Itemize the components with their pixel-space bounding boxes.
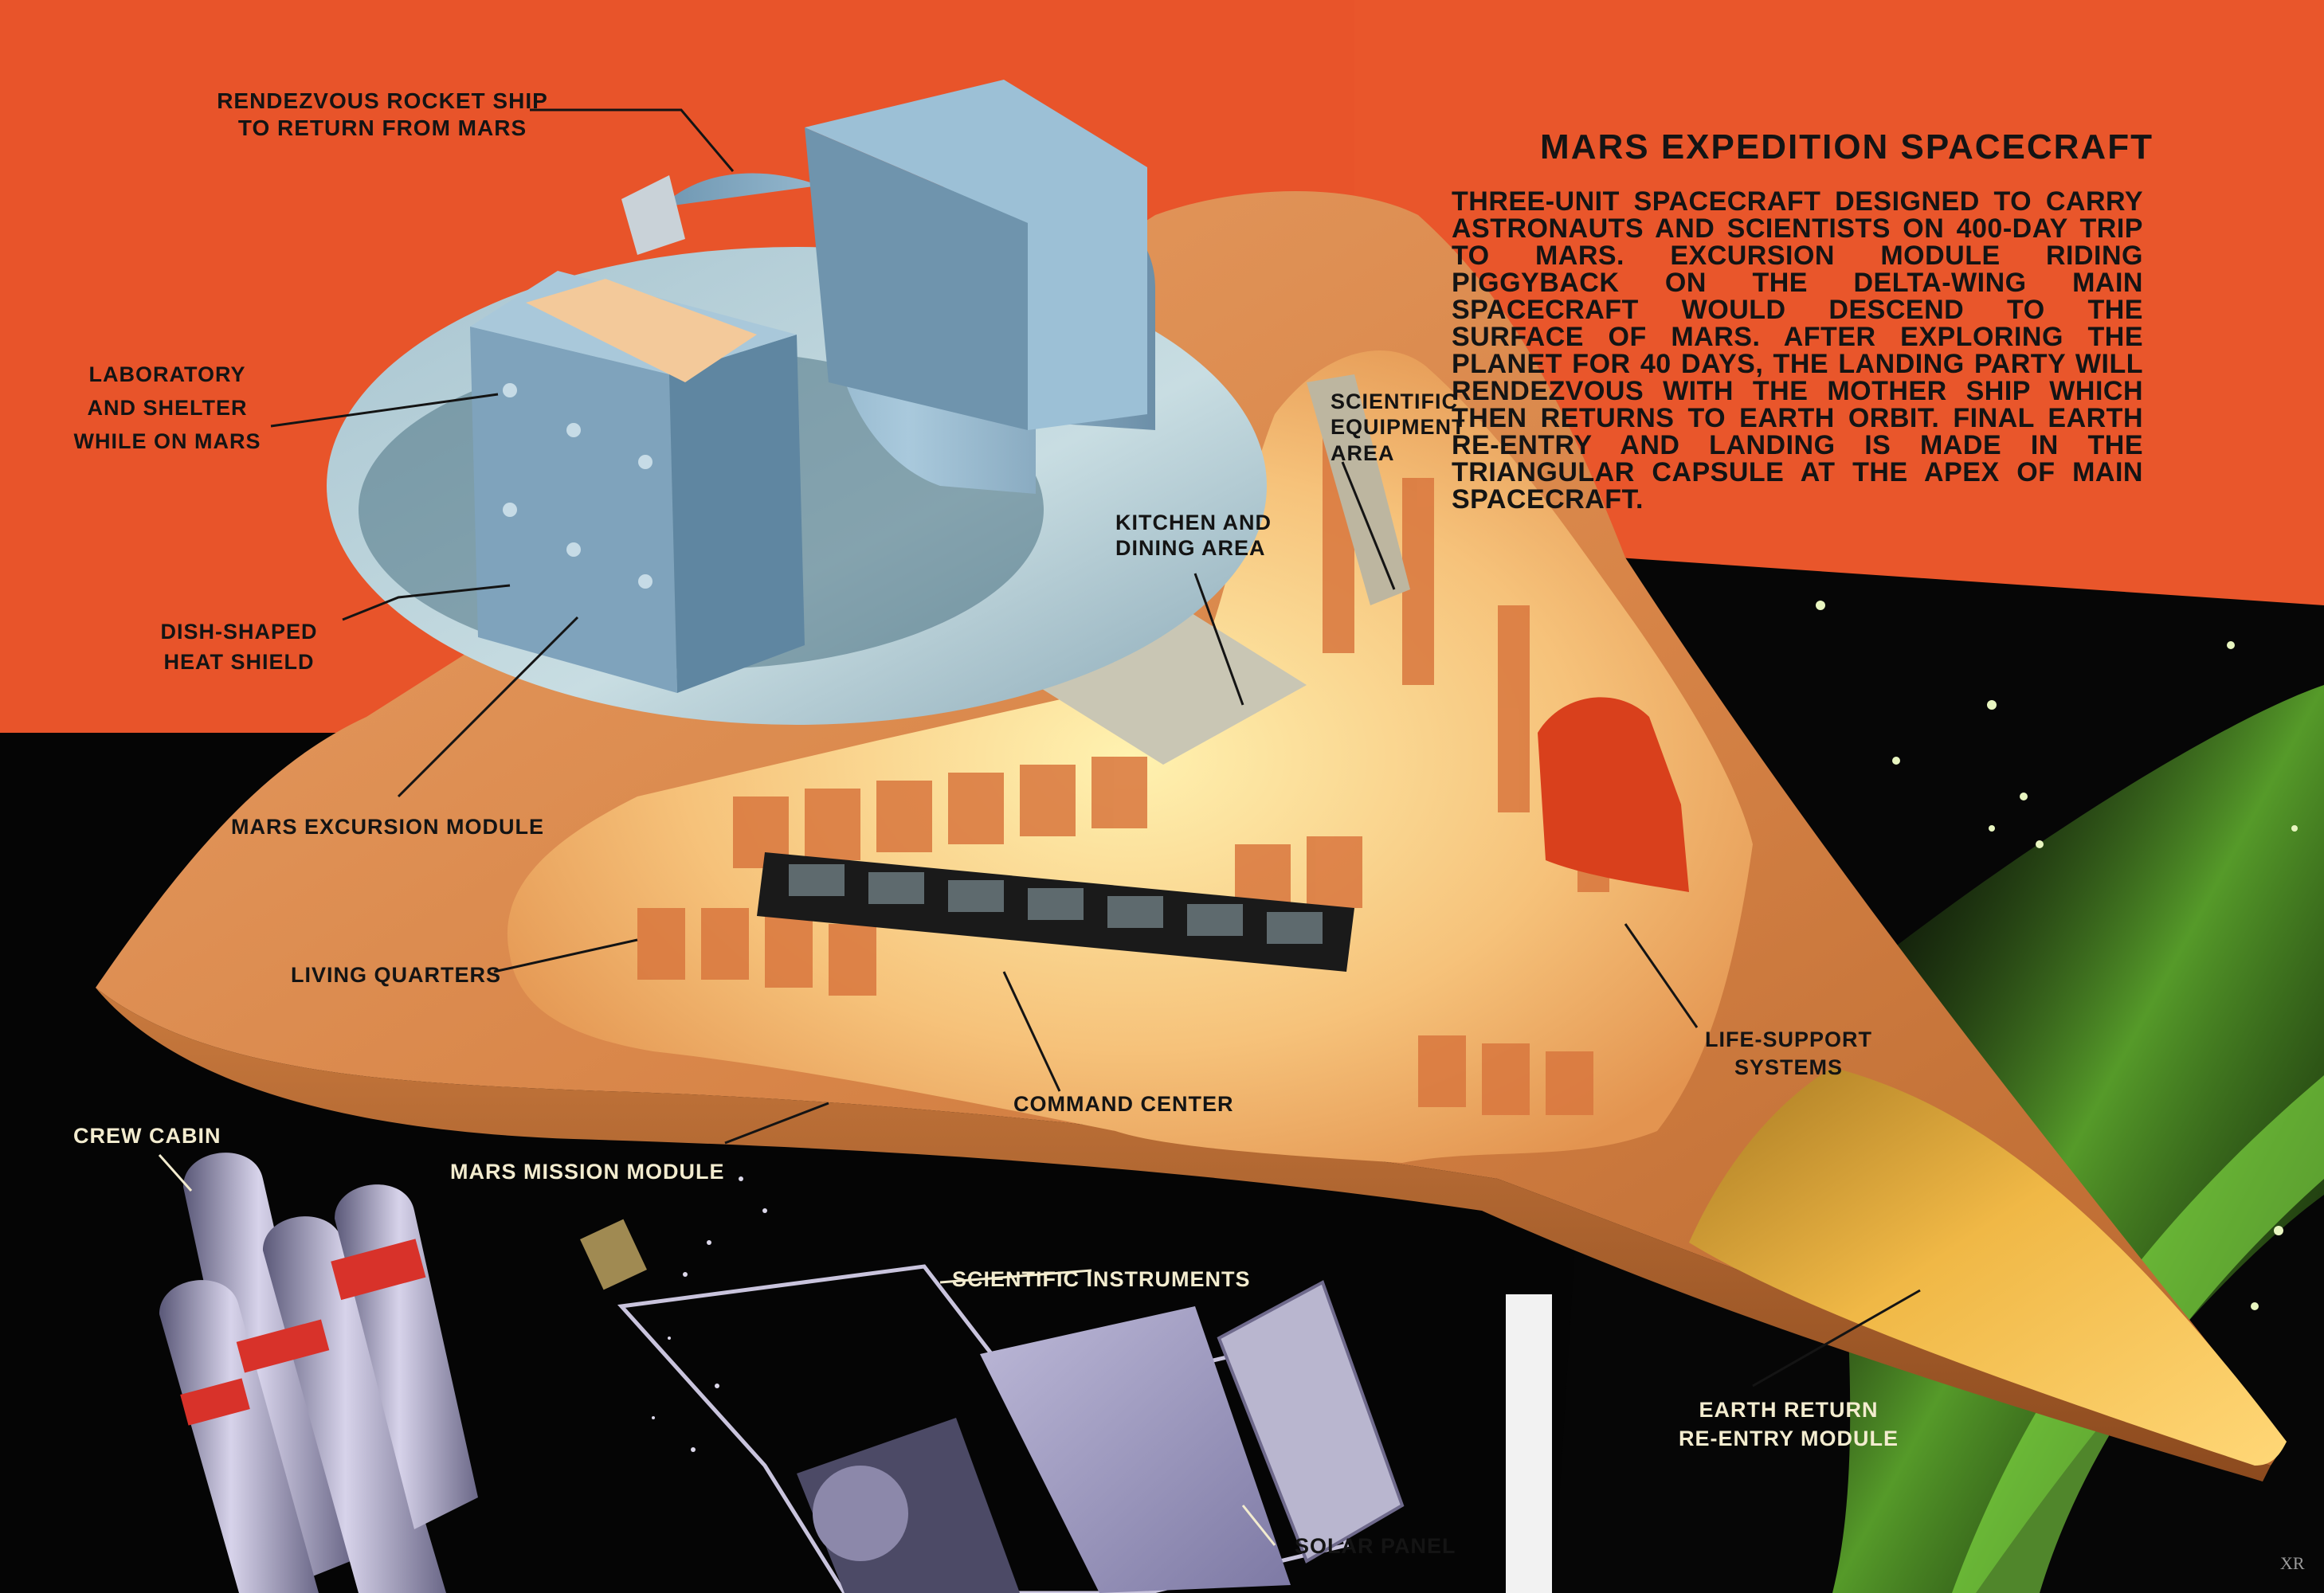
laboratory-cutaway xyxy=(526,279,757,382)
orange-right-band xyxy=(1354,0,2324,605)
label-life-support-line1: LIFE-SUPPORT xyxy=(1704,1027,1872,1051)
label-earth-return-line1: EARTH RETURN xyxy=(1699,1398,1879,1422)
white-strip xyxy=(1506,1294,1552,1593)
label-crew-cabin: CREW CABIN xyxy=(73,1124,221,1148)
stars xyxy=(1816,601,2298,1310)
laboratory-portholes xyxy=(503,383,653,589)
label-earth-return-line2: RE-ENTRY MODULE xyxy=(1678,1427,1899,1451)
label-excursion-module: MARS EXCURSION MODULE xyxy=(231,815,545,839)
label-living-quarters: LIVING QUARTERS xyxy=(291,963,502,987)
label-earth-return-module: EARTH RETURN RE-ENTRY MODULE xyxy=(1657,1395,1920,1454)
label-rendezvous-line1: RENDEZVOUS ROCKET SHIP xyxy=(217,88,548,113)
life-support-chamber xyxy=(1538,697,1689,892)
mission-module-craft xyxy=(580,1219,1405,1593)
laboratory-box-front xyxy=(470,327,677,693)
label-laboratory-line3: WHILE ON MARS xyxy=(73,429,261,453)
rocket-box-top xyxy=(805,80,1147,430)
artist-signature: XR xyxy=(2280,1553,2305,1573)
rocket-nozzle xyxy=(621,175,685,255)
earth-return-cone xyxy=(1689,1067,2287,1466)
debris-dots xyxy=(652,1176,767,1452)
crew-cabin-craft xyxy=(159,1153,478,1593)
label-life-support: LIFE-SUPPORT SYSTEMS xyxy=(1689,1026,1888,1082)
leader-lines xyxy=(158,108,1921,1546)
label-kitchen-line2: DINING AREA xyxy=(1115,536,1266,561)
label-kitchen-line1: KITCHEN AND xyxy=(1115,511,1272,534)
label-scientific-instruments: SCIENTIFIC INSTRUMENTS xyxy=(952,1267,1251,1291)
label-kitchen-dining: KITCHEN AND DINING AREA xyxy=(1115,510,1272,562)
label-heat-shield-line2: HEAT SHIELD xyxy=(163,649,315,674)
label-sci-equipment-line1: SCIENTIFIC xyxy=(1331,389,1459,413)
label-heat-shield: DISH-SHAPED HEAT SHIELD xyxy=(151,617,327,678)
rocket-box-side xyxy=(805,127,1028,430)
label-rendezvous-line2: TO RETURN FROM MARS xyxy=(237,115,527,140)
diagram-description: THREE-UNIT SPACECRAFT DESIGNED TO CARRY … xyxy=(1452,186,2143,515)
console-screens xyxy=(789,864,1323,944)
label-laboratory-line2: AND SHELTER xyxy=(87,395,248,420)
label-solar-panel: SOLAR PANEL xyxy=(1295,1534,1456,1558)
wing-underside xyxy=(96,988,2271,1481)
label-mission-module: MARS MISSION MODULE xyxy=(450,1160,725,1184)
equipment-stairs xyxy=(1307,374,1410,605)
kitchen-floor xyxy=(1036,605,1307,765)
label-sci-equipment-line3: AREA xyxy=(1331,440,1395,465)
label-rendezvous-rocket-ship: RENDEZVOUS ROCKET SHIP TO RETURN FROM MA… xyxy=(199,88,566,141)
label-laboratory-line1: LABORATORY xyxy=(88,362,246,386)
label-command-center: COMMAND CENTER xyxy=(1013,1092,1234,1116)
laboratory-box-side xyxy=(669,335,805,693)
label-sci-equipment-line2: EQUIPMENT xyxy=(1331,415,1466,440)
label-laboratory-shelter: LABORATORY AND SHELTER WHILE ON MARS xyxy=(64,358,271,459)
diagram-title: MARS EXPEDITION SPACECRAFT xyxy=(1540,127,2154,166)
label-heat-shield-line1: DISH-SHAPED xyxy=(160,620,318,644)
solar-panel-array xyxy=(1217,1280,1405,1564)
label-life-support-line2: SYSTEMS xyxy=(1734,1055,1844,1080)
label-scientific-equipment: SCIENTIFIC EQUIPMENT AREA xyxy=(1331,389,1466,466)
